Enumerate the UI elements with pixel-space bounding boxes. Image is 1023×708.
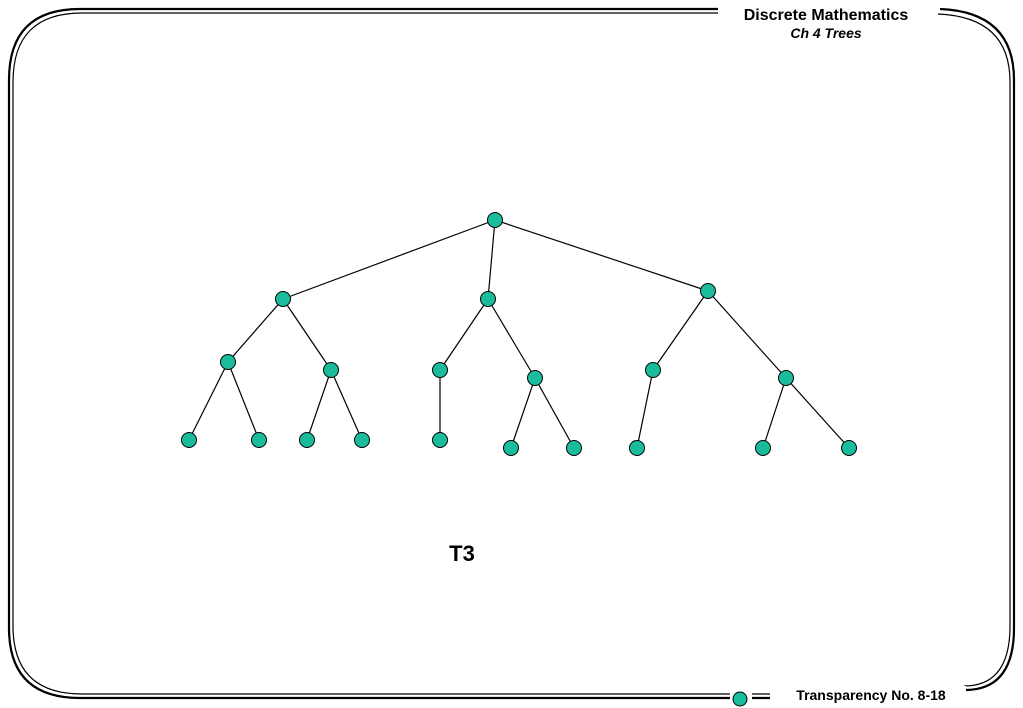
tree-edge: [494, 219, 709, 292]
tree-edge: [785, 377, 850, 449]
tree-edge: [707, 290, 787, 379]
tree-node: [778, 370, 794, 386]
tree-leaf: [251, 432, 267, 448]
tree-edge: [188, 361, 229, 441]
tree-leaf: [503, 440, 519, 456]
frame-border-outer: [7, 7, 1016, 700]
tree-leaf: [566, 440, 582, 456]
tree-edge: [227, 298, 284, 363]
tree-node: [275, 291, 291, 307]
tree-edges: [188, 219, 850, 449]
footer-label: Transparency No. 8-18: [776, 686, 966, 704]
tree-node: [323, 362, 339, 378]
tree-node: [220, 354, 236, 370]
tree-leaf: [755, 440, 771, 456]
tree-node: [645, 362, 661, 378]
tree-edge: [652, 290, 709, 371]
tree-label: T3: [449, 541, 475, 566]
tree-leaf: [629, 440, 645, 456]
tree-nodes: [181, 212, 857, 456]
tree-leaf: [841, 440, 857, 456]
header-subtitle: Ch 4 Trees: [790, 25, 862, 41]
tree-leaf: [181, 432, 197, 448]
tree-node-root: [487, 212, 503, 228]
tree-edge: [330, 369, 363, 441]
frame-border-inner: [12, 12, 1011, 695]
tree-edge: [439, 298, 489, 371]
tree-edge: [534, 377, 575, 449]
tree-edge: [510, 377, 536, 449]
tree-edge: [306, 369, 332, 441]
tree-node: [527, 370, 543, 386]
tree-edge: [487, 298, 536, 379]
tree-node: [480, 291, 496, 307]
tree-edge: [282, 298, 332, 371]
tree-edge: [487, 219, 496, 300]
header-title: Discrete Mathematics: [722, 6, 930, 25]
tree-edge: [282, 219, 496, 300]
tree-node: [432, 362, 448, 378]
tree-leaf: [432, 432, 448, 448]
tree-edge: [762, 377, 787, 449]
footer-node-icon: [732, 691, 748, 707]
tree-node: [700, 283, 716, 299]
tree-leaf: [354, 432, 370, 448]
tree-edge: [227, 361, 260, 441]
tree-leaf: [299, 432, 315, 448]
tree-edge: [636, 369, 654, 449]
